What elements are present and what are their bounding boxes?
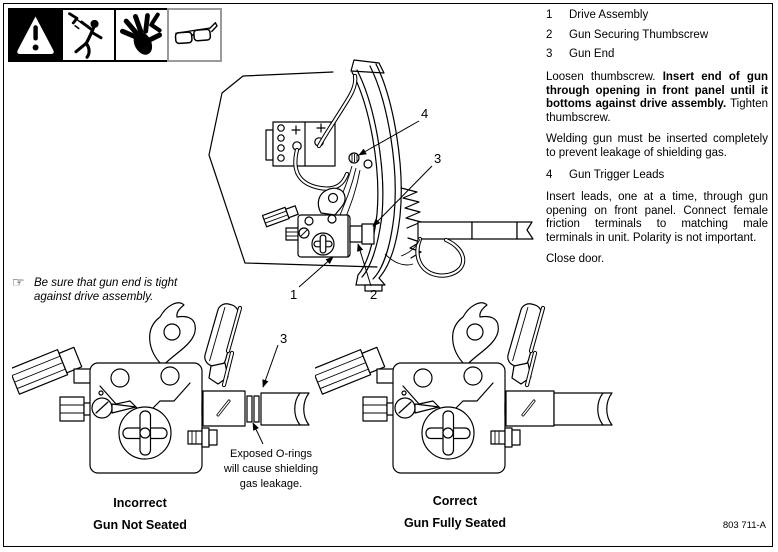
- part-label-2: Gun Securing Thumbscrew: [569, 28, 709, 41]
- instruction-para-2: Welding gun must be inserted completely …: [546, 133, 768, 159]
- terminal-block: [265, 121, 336, 167]
- gun-not-seated-diagram: 3: [8, 291, 312, 503]
- electric-shock-icon: [61, 8, 116, 62]
- note-text: Be sure that gun end is tight against dr…: [34, 277, 178, 303]
- mounting-bolt: [187, 427, 218, 448]
- exposed-o-rings: [246, 395, 253, 423]
- pointing-hand-icon: ☞: [12, 274, 25, 290]
- parts-list-item-3: 3 Gun End: [546, 47, 768, 62]
- callout-2: 2: [370, 287, 377, 302]
- wire-inlet-guide: [8, 346, 93, 395]
- instruction-para-4: Close door.: [546, 253, 605, 265]
- bottom-callouts: 3: [252, 331, 287, 445]
- drive-housing: [89, 362, 213, 474]
- caption-correct-line1: Correct: [432, 494, 478, 508]
- thumbscrew: [362, 396, 398, 422]
- callout-1: 1: [290, 287, 297, 302]
- oring-annotation-line1: Exposed O-rings: [230, 448, 312, 460]
- para1-start: Loosen thumbscrew.: [546, 71, 663, 83]
- gun-fully-seated-diagram: 3: [311, 291, 615, 503]
- wires: [293, 73, 361, 223]
- para1-end: Tighten thumbscrew.: [546, 98, 768, 124]
- part-label-1: Drive Assembly: [569, 9, 649, 21]
- callout-3: 3: [280, 331, 287, 346]
- gun-handle-and-cable: [384, 221, 534, 278]
- gun-installation-diagram: 4 3 1 2: [208, 59, 534, 302]
- general-warning-icon: [8, 8, 63, 62]
- parts-list-item-1: 1 Drive Assembly: [546, 8, 768, 23]
- caption-incorrect: Incorrect Gun Not Seated: [55, 492, 225, 536]
- note-block: ☞ Be sure that gun end is tight against …: [12, 274, 208, 304]
- part-number-4: 4: [546, 169, 553, 181]
- plus-mark: [291, 125, 301, 135]
- part-label-3: Gun End: [569, 48, 615, 60]
- front-panel: [350, 59, 422, 292]
- caption-incorrect-line2: Gun Not Seated: [93, 518, 187, 532]
- wire-inlet-guide: [311, 346, 396, 395]
- parts-list-item-4: 4 Gun Trigger Leads: [546, 168, 768, 183]
- part-number-3: 3: [546, 48, 553, 60]
- plus-mark: [316, 123, 326, 133]
- callout-4: 4: [421, 106, 428, 121]
- drive-assembly: [261, 205, 375, 258]
- exposed-o-rings: [253, 395, 260, 423]
- instruction-para-3: Insert leads, one at a time, through gun…: [546, 191, 768, 244]
- para1-bold: Insert end of gun through opening in fro…: [546, 71, 769, 110]
- clamp-lever: [149, 302, 243, 388]
- part-label-4: Gun Trigger Leads: [569, 169, 665, 181]
- instruction-column: 1 Drive Assembly 2 Gun Securing Thumbscr…: [546, 8, 768, 267]
- mounting-bolt: [490, 427, 521, 448]
- part-number-1: 1: [546, 9, 553, 21]
- drive-housing: [392, 362, 516, 474]
- oring-annotation: Exposed O-rings will cause shielding gas…: [190, 447, 352, 491]
- gun-connector-gap: [202, 390, 310, 427]
- caption-correct: Correct Gun Fully Seated: [370, 490, 540, 534]
- parts-list-item-2: 2 Gun Securing Thumbscrew: [546, 28, 768, 43]
- main-callouts: 4 3 1 2: [290, 106, 441, 302]
- figure-part-number: 803 711-A: [722, 520, 766, 531]
- trigger-lead-terminals: [348, 152, 373, 169]
- case-opening-outline: [208, 71, 378, 268]
- warning-icon-strip: [8, 8, 222, 62]
- caption-incorrect-line1: Incorrect: [113, 496, 167, 510]
- thumbscrew: [59, 396, 95, 422]
- clamp-lever: [452, 302, 546, 388]
- gun-connector-seated: [505, 390, 613, 427]
- safety-glasses-icon: [167, 8, 222, 62]
- pinch-point-icon: [114, 8, 169, 62]
- oring-annotation-line3: gas leakage.: [239, 477, 303, 490]
- part-number-2: 2: [546, 28, 553, 41]
- oring-annotation-line2: will cause shielding: [223, 462, 319, 475]
- caption-correct-line2: Gun Fully Seated: [403, 516, 507, 530]
- callout-3: 3: [434, 151, 441, 166]
- instruction-para-1: Loosen thumbscrew. Insert end of gun thr…: [546, 71, 768, 125]
